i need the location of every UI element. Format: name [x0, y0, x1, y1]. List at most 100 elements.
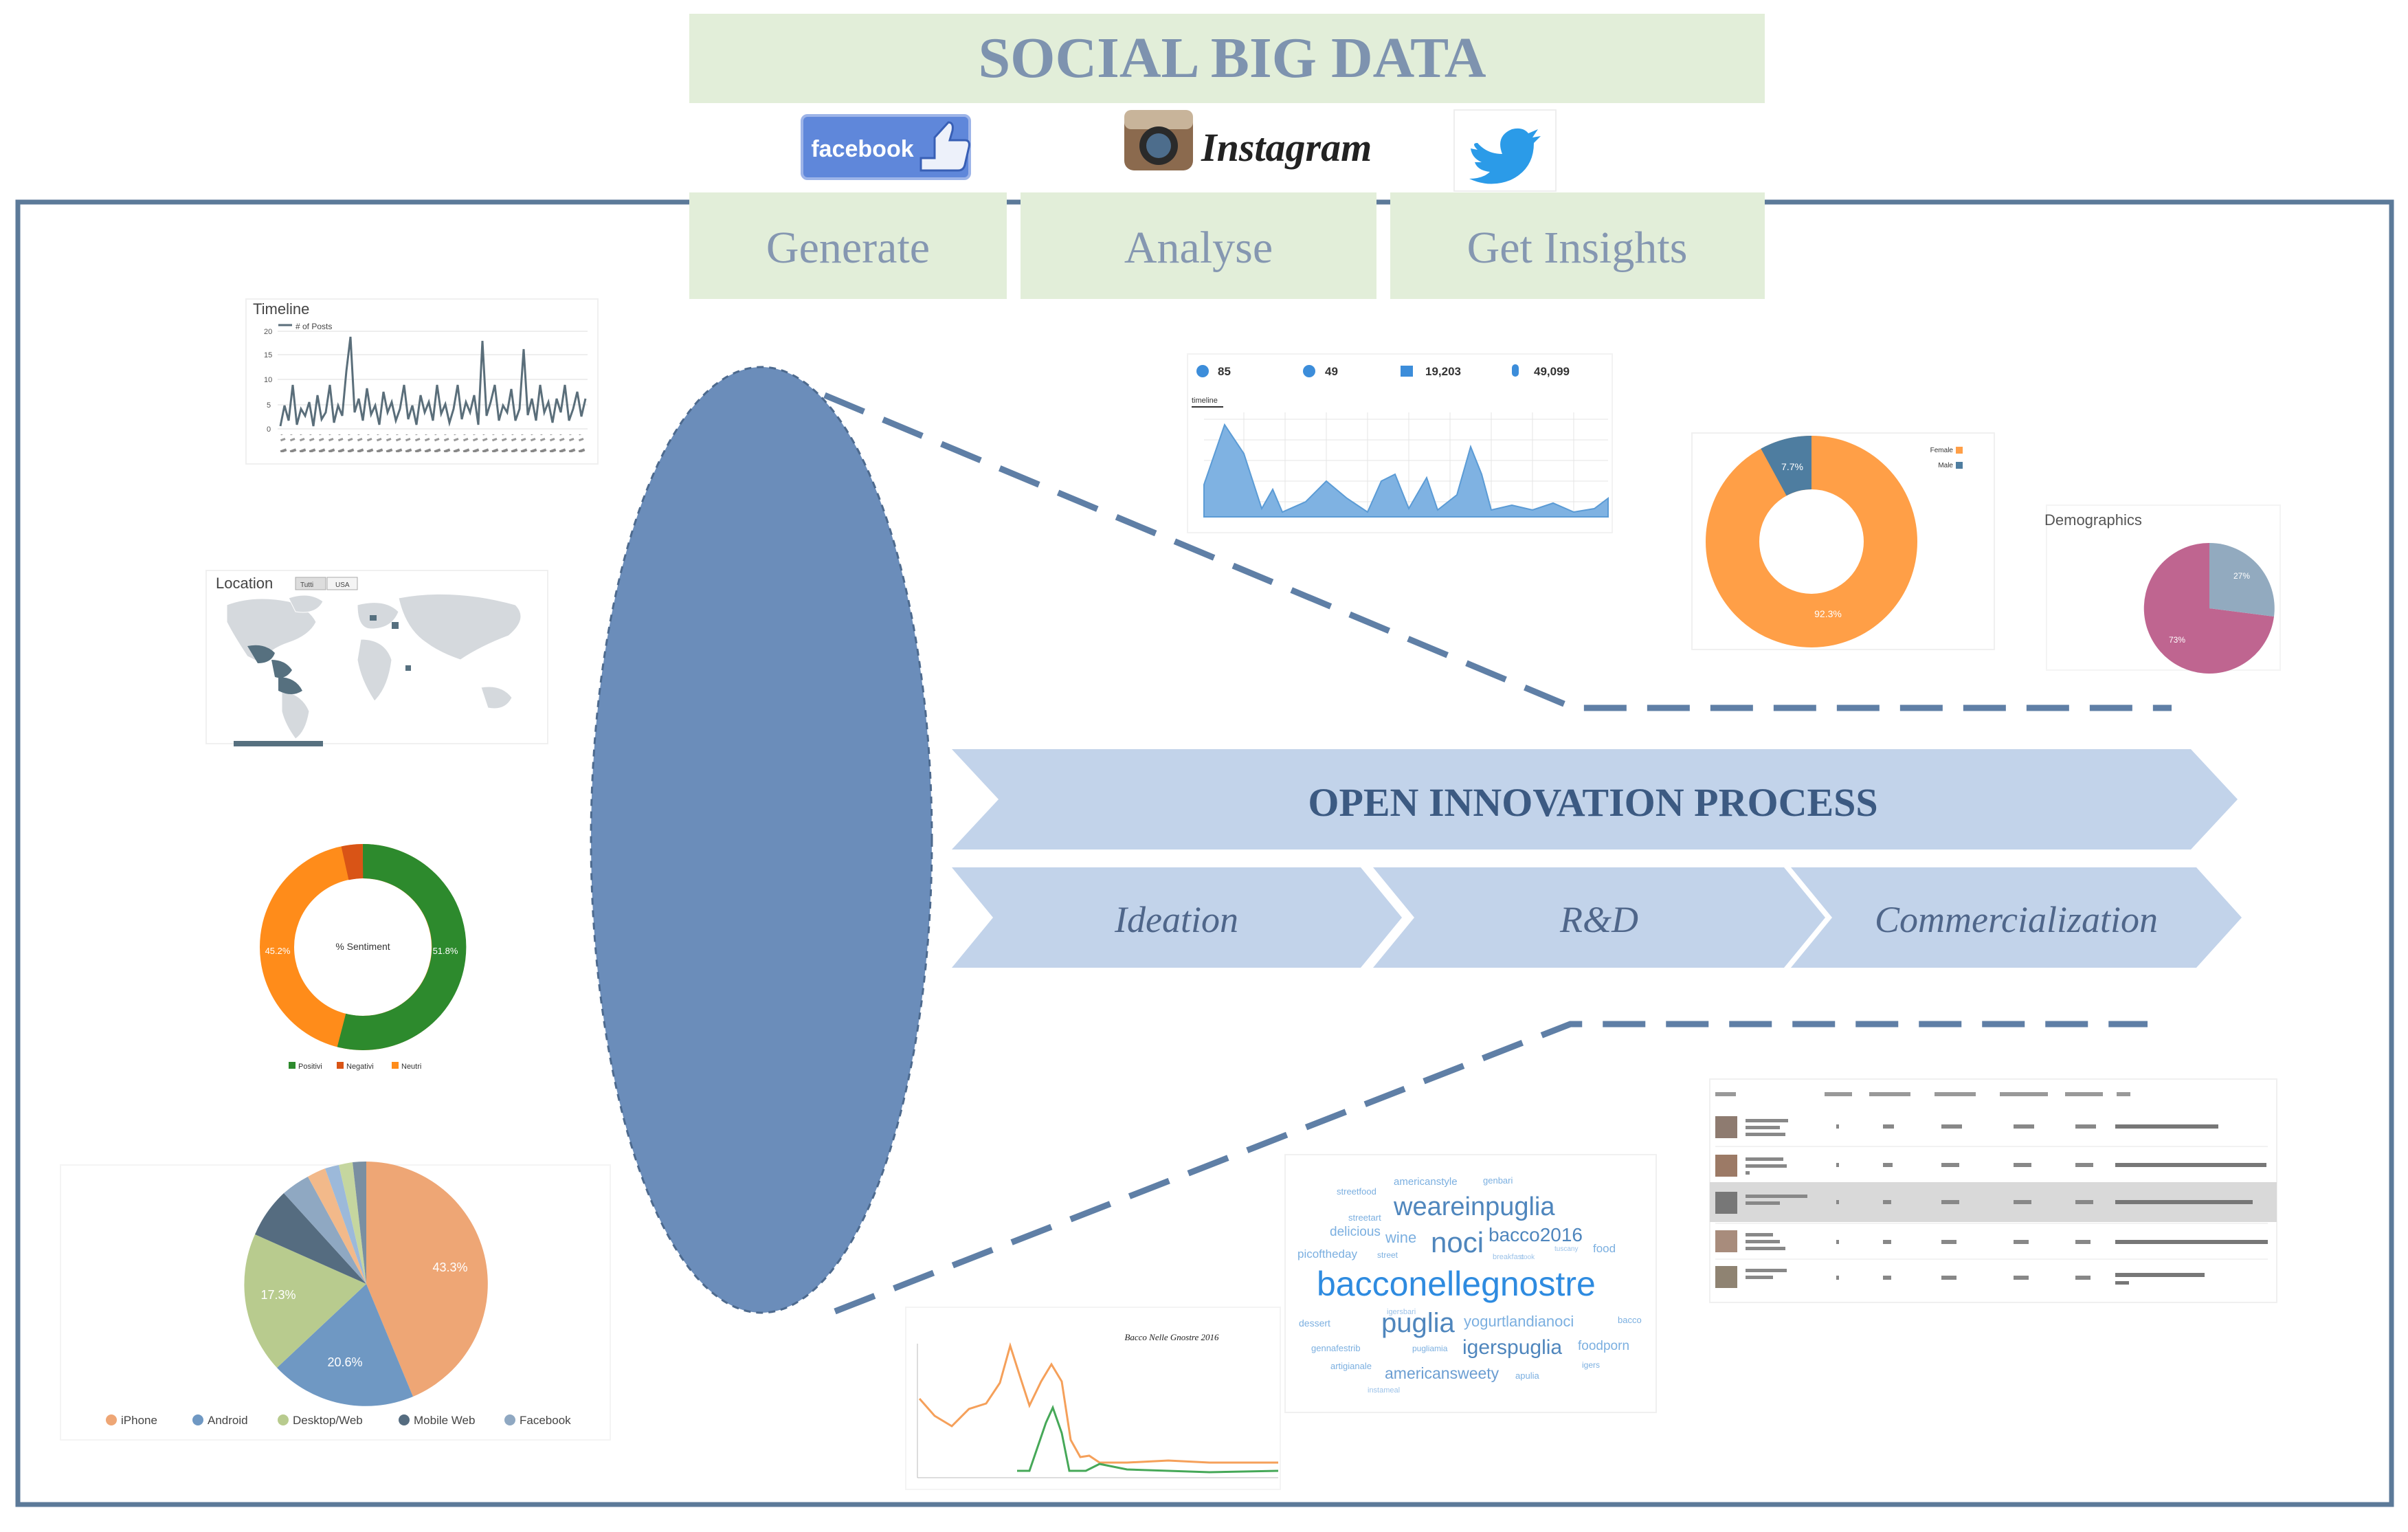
svg-text:wine: wine	[1385, 1229, 1416, 1246]
svg-text:apulia: apulia	[1515, 1370, 1539, 1381]
svg-text:Positivi: Positivi	[298, 1063, 322, 1071]
svg-text:foodporn: foodporn	[1578, 1339, 1629, 1353]
data-ellipse	[590, 366, 933, 1314]
influencer-table-thumbnail	[1709, 1078, 2277, 1303]
devices-thumbnail: 43.3% 20.6% 17.3% iPhone Android Desktop…	[60, 1161, 611, 1441]
svg-text:R&D: R&D	[1559, 899, 1638, 940]
svg-text:0: 0	[267, 425, 271, 434]
svg-text:19,203: 19,203	[1425, 365, 1461, 378]
header-band	[689, 14, 1765, 103]
svg-text:OPEN INNOVATION PROCESS: OPEN INNOVATION PROCESS	[1308, 780, 1877, 825]
svg-text:Female: Female	[1930, 447, 1954, 454]
twitter-logo	[1453, 109, 1557, 192]
devices-pie	[244, 1161, 488, 1406]
svg-text:bacconellegnostre: bacconellegnostre	[1317, 1265, 1596, 1303]
page-title: SOCIAL BIG DATA	[978, 26, 1486, 90]
svg-text:picoftheday: picoftheday	[1297, 1247, 1357, 1261]
svg-text:yogurtlandianoci: yogurtlandianoci	[1464, 1313, 1574, 1330]
timeline-legend: # of Posts	[296, 322, 332, 331]
timeline-line	[279, 336, 587, 427]
wordcloud-thumbnail: americanstyle genbari streetfood wearein…	[1284, 1154, 1657, 1413]
step-analyse: Analyse	[1021, 192, 1376, 299]
svg-text:43.3%: 43.3%	[432, 1261, 467, 1274]
comments-icon	[1196, 365, 1209, 377]
line-chart-thumbnail: Bacco Nelle Gnostre 2016	[905, 1307, 1281, 1490]
svg-text:genbari: genbari	[1483, 1175, 1513, 1186]
svg-text:streetfood: streetfood	[1337, 1186, 1376, 1197]
svg-text:pugliamia: pugliamia	[1412, 1344, 1448, 1353]
demographics-title: Demographics	[2044, 511, 2142, 529]
step-generate: Generate	[689, 192, 1007, 299]
stats-area	[1203, 423, 1609, 518]
svg-text:timeline: timeline	[1192, 397, 1218, 405]
stage-commercialization: Commercialization	[1791, 867, 2242, 968]
funnel-upper-line	[823, 392, 2172, 711]
svg-text:27%: 27%	[2233, 571, 2250, 581]
svg-text:igersbari: igersbari	[1387, 1308, 1416, 1316]
svg-text:americansweety: americansweety	[1385, 1364, 1500, 1382]
network-icon	[1401, 366, 1413, 377]
stage-rnd: R&D	[1373, 867, 1825, 968]
svg-text:7.7%: 7.7%	[1781, 461, 1803, 472]
svg-text:Mobile Web: Mobile Web	[414, 1414, 475, 1427]
facebook-logo: facebook	[801, 114, 971, 180]
microphone-icon	[1512, 364, 1519, 377]
svg-text:17.3%: 17.3%	[260, 1288, 296, 1302]
green-series	[1017, 1404, 1279, 1474]
svg-text:USA: USA	[335, 581, 350, 589]
svg-text:tuscany: tuscany	[1554, 1245, 1578, 1253]
svg-text:20: 20	[264, 328, 272, 336]
line-chart-title: Bacco Nelle Gnostre 2016	[1124, 1332, 1219, 1342]
svg-text:bacco: bacco	[1618, 1315, 1642, 1325]
sentiment-thumbnail: % Sentiment 51.8% 45.2% Positivi Negativ…	[260, 843, 467, 1071]
location-thumbnail: Location Tutti USA	[205, 570, 548, 746]
gender-thumbnail: 7.7% 92.3% Female Male	[1691, 432, 1995, 650]
svg-text:92.3%: 92.3%	[1814, 608, 1842, 619]
funnel-lower-line	[834, 1021, 2148, 1315]
svg-text:51.8%: 51.8%	[433, 946, 458, 956]
timeline-title: Timeline	[253, 300, 309, 318]
twitter-bird-icon	[1469, 128, 1541, 184]
timeline-thumbnail: Timeline # of Posts 20 15 10 5 0	[245, 298, 599, 465]
svg-text:10: 10	[264, 376, 272, 384]
table-header	[1715, 1092, 2130, 1096]
svg-text:45.2%: 45.2%	[265, 946, 291, 956]
svg-text:49: 49	[1325, 365, 1338, 378]
svg-text:streetart: streetart	[1348, 1212, 1381, 1223]
map-highlights	[247, 615, 411, 694]
svg-text:noci: noci	[1431, 1226, 1484, 1258]
user-icon	[1303, 365, 1315, 377]
svg-text:85: 85	[1218, 365, 1231, 378]
svg-text:15: 15	[264, 351, 272, 359]
svg-text:americanstyle: americanstyle	[1394, 1176, 1458, 1188]
step-get-insights: Get Insights	[1390, 192, 1765, 299]
svg-text:73%: 73%	[2169, 635, 2185, 645]
svg-text:Neutri: Neutri	[401, 1063, 421, 1071]
svg-text:street: street	[1377, 1250, 1398, 1260]
svg-text:Male: Male	[1938, 462, 1953, 469]
svg-text:bacco2016: bacco2016	[1489, 1224, 1583, 1245]
svg-text:Generate: Generate	[766, 223, 930, 273]
svg-text:Instagram: Instagram	[1201, 125, 1372, 170]
svg-text:Ideation: Ideation	[1114, 899, 1238, 940]
svg-text:Get Insights: Get Insights	[1467, 223, 1688, 273]
svg-text:5: 5	[267, 401, 271, 410]
svg-text:igers: igers	[1582, 1360, 1600, 1370]
orange-series	[918, 1342, 1278, 1464]
svg-text:Negativi: Negativi	[346, 1063, 374, 1071]
svg-text:gennafestrib: gennafestrib	[1311, 1343, 1361, 1353]
sentiment-positive-arc	[337, 843, 467, 1050]
instagram-logo: Instagram	[1124, 110, 1372, 170]
svg-text:Analyse: Analyse	[1124, 223, 1273, 273]
sentiment-negative-arc	[341, 844, 364, 880]
location-title: Location	[216, 575, 273, 592]
svg-text:Commercialization: Commercialization	[1875, 899, 2158, 940]
stage-ideation: Ideation	[952, 867, 1402, 968]
svg-text:artigianale: artigianale	[1330, 1361, 1372, 1371]
process-banner: OPEN INNOVATION PROCESS	[952, 749, 2238, 850]
svg-text:weareinpuglia: weareinpuglia	[1393, 1192, 1555, 1221]
svg-text:food: food	[1593, 1242, 1616, 1255]
demographics-thumbnail: Demographics 27% 73%	[2044, 504, 2281, 674]
svg-text:Tutti: Tutti	[300, 581, 313, 589]
svg-text:instameal: instameal	[1368, 1386, 1400, 1395]
